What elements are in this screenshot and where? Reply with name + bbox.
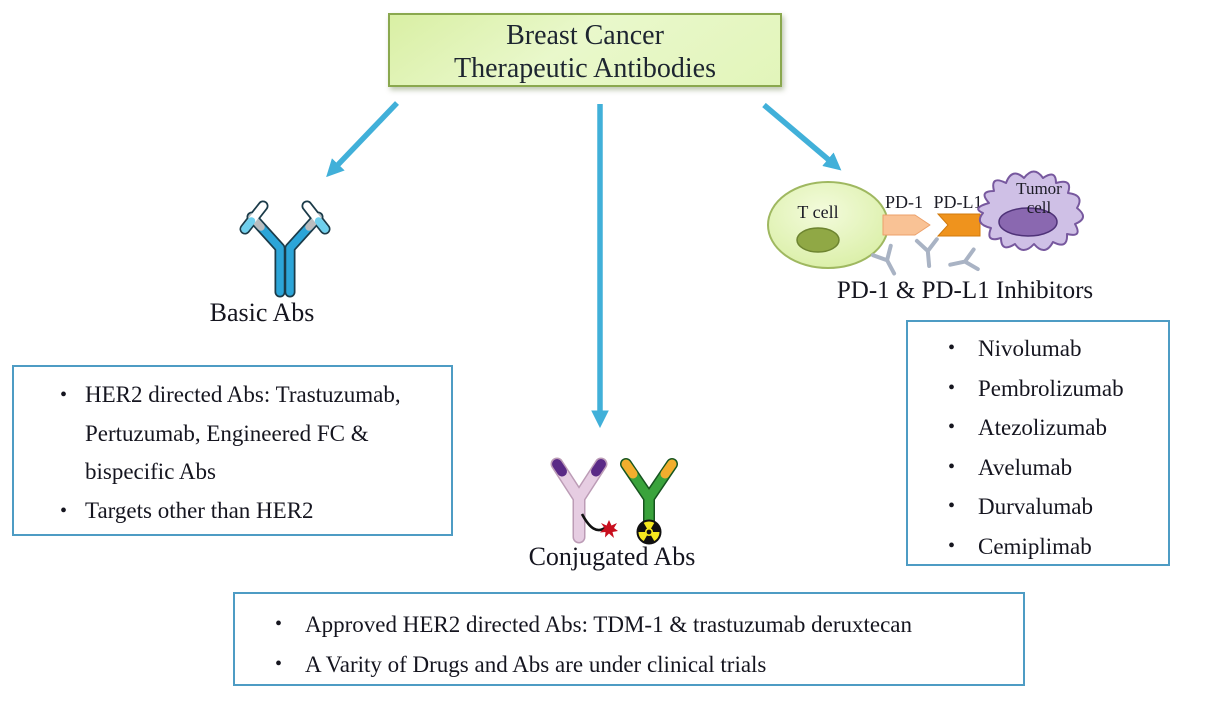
list-item: Atezolizumab (908, 408, 1168, 448)
list-item: Avelumab (908, 448, 1168, 488)
basic-abs-bullet-list: HER2 directed Abs: Trastuzumab, Pertuzum… (14, 376, 451, 530)
drug-conjugated-antibody-icon (550, 457, 618, 544)
title-line1: Breast Cancer (506, 20, 664, 51)
tumor-cell-label: cell (1027, 198, 1052, 217)
radiation-icon (636, 519, 662, 545)
tumor-cell-label: Tumor (1016, 179, 1062, 198)
list-item: Nivolumab (908, 329, 1168, 369)
antibody-tip (591, 459, 606, 477)
list-item: Pembrolizumab (908, 369, 1168, 409)
inhibitor-antibody-icons (871, 237, 980, 276)
list-item: Targets other than HER2 (14, 492, 451, 531)
basic-abs-label: Basic Abs (209, 298, 315, 327)
title-box: Breast Cancer Therapeutic Antibodies (388, 13, 782, 87)
inhibitor-drug-list: Nivolumab Pembrolizumab Atezolizumab Ave… (908, 329, 1168, 566)
t-cell-label: T cell (797, 202, 838, 222)
radio-conjugated-antibody-icon (620, 458, 678, 545)
conjugated-abs-box: Approved HER2 directed Abs: TDM-1 & tras… (233, 592, 1025, 686)
conjugated-abs-bullet-list: Approved HER2 directed Abs: TDM-1 & tras… (235, 605, 1023, 684)
antibody-tip (552, 459, 567, 477)
pd1-label: PD-1 (885, 192, 923, 212)
list-item: Approved HER2 directed Abs: TDM-1 & tras… (235, 605, 1023, 645)
pdl1-label: PD-L1 (934, 192, 983, 212)
pdl1-ligand-shape (936, 213, 981, 237)
drug-linker (580, 513, 606, 532)
list-item: Durvalumab (908, 487, 1168, 527)
antibody-tip (621, 459, 638, 479)
pd1-pdl1-cell-illustration: T cell PD-1 PD-L1 Tumor cell (767, 170, 1084, 276)
arrow-to-basic-abs (326, 101, 399, 178)
title-line2: Therapeutic Antibodies (453, 53, 717, 84)
list-item: A Varity of Drugs and Abs are under clin… (235, 645, 1023, 685)
list-item: HER2 directed Abs: Trastuzumab, Pertuzum… (14, 376, 451, 492)
inhibitors-label: PD-1 & PD-L1 Inhibitors (836, 277, 1094, 304)
pd1-receptor-shape (882, 214, 931, 236)
basic-antibody-icon (239, 200, 331, 298)
t-cell-shape (767, 181, 889, 269)
list-item: Cemiplimab (908, 527, 1168, 567)
tumor-cell-nucleus (998, 207, 1058, 237)
antibody-tip (660, 459, 677, 479)
inhibitors-box: Nivolumab Pembrolizumab Atezolizumab Ave… (906, 320, 1170, 566)
basic-abs-box: HER2 directed Abs: Trastuzumab, Pertuzum… (12, 365, 453, 536)
conjugated-abs-label: Conjugated Abs (528, 542, 696, 571)
drug-payload-icon (600, 520, 618, 538)
t-cell-nucleus (796, 227, 840, 253)
arrow-to-inhibitors (762, 102, 842, 171)
